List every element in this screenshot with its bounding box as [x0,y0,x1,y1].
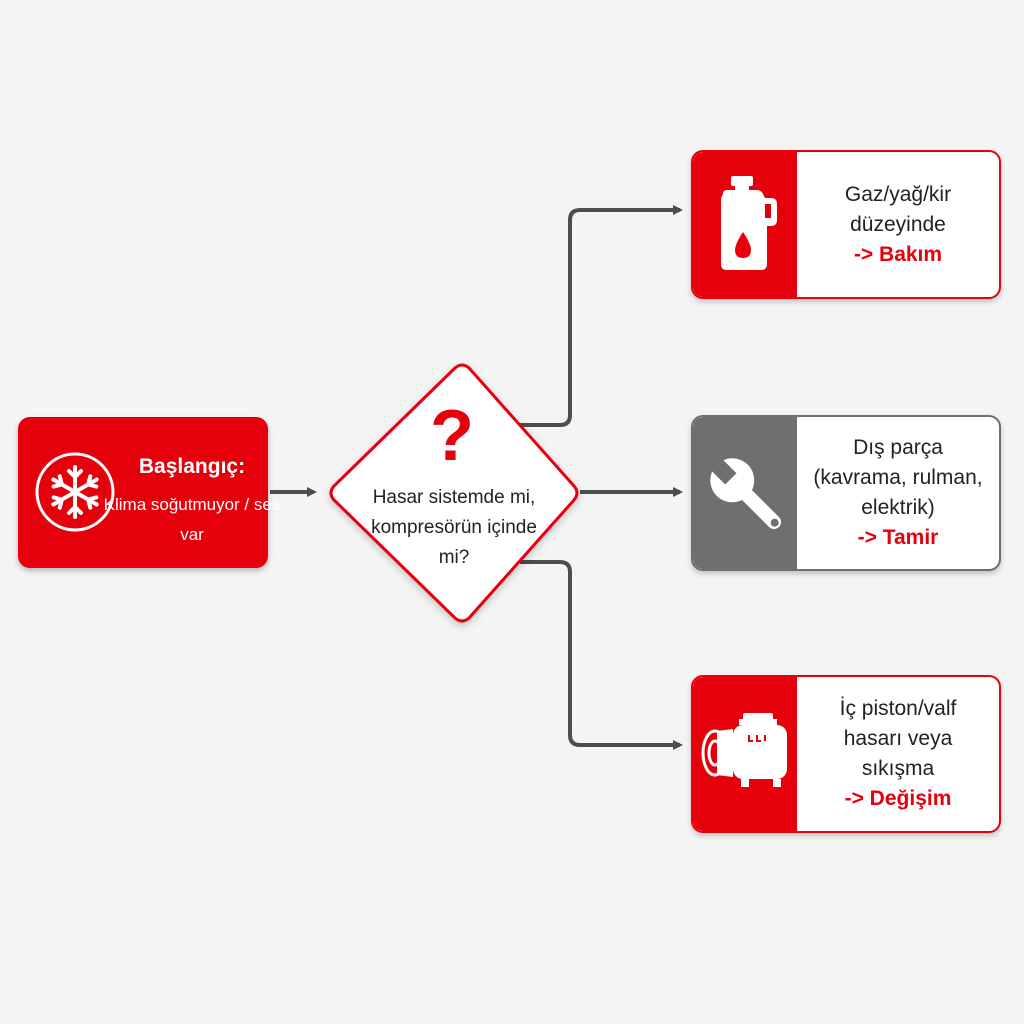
start-subtitle: Klima soğutmuyor / ses var [103,495,281,544]
outcome-repair-line: Dış parça [853,436,943,459]
outcome-replace-card: İç piston/valf hasarı veya sıkışma -> De… [691,675,1001,833]
outcome-repair-line: (kavrama, rulman, [813,466,983,489]
outcome-repair-card: Dış parça (kavrama, rulman, elektrik) ->… [691,415,1001,571]
snowflake-icon [35,452,115,532]
connector-decision-to-maintenance [520,205,683,427]
outcome-maintenance-icon-panel [693,152,797,297]
outcome-replace-icon-panel [693,677,797,831]
outcome-replace-line: İç piston/valf [839,697,957,720]
outcome-replace-line: sıkışma [861,757,935,780]
outcome-maintenance-line: Gaz/yağ/kir [844,182,952,206]
outcome-maintenance-card: Gaz/yağ/kir düzeyinde -> Bakım [691,150,1001,299]
wrench-icon [706,454,781,529]
compressor-icon [701,713,787,787]
oil-canister-icon [721,176,777,270]
outcome-repair-line: elektrik) [861,496,935,519]
connector-decision-to-replace [520,560,683,750]
outcome-repair-icon-panel [693,417,797,569]
outcome-replace-action: -> Değişim [844,787,952,810]
outcome-replace-line: hasarı veya [843,727,953,750]
outcome-repair-text: Dış parça (kavrama, rulman, elektrik) ->… [797,417,999,569]
outcome-replace-text: İç piston/valf hasarı veya sıkışma -> De… [797,677,999,831]
start-node: Başlangıç: Klima soğutmuyor / ses var [18,417,280,568]
outcome-maintenance-line: düzeyinde [850,212,946,236]
question-mark-icon: ? [430,396,474,476]
decision-text: Hasar sistemde mi, kompresörün içinde mi… [371,487,537,568]
start-title: Başlangıç: [138,455,246,478]
outcome-repair-action: -> Tamir [857,526,939,549]
outcome-maintenance-text: Gaz/yağ/kir düzeyinde -> Bakım [797,152,999,297]
decision-diamond [329,363,579,623]
outcome-maintenance-action: -> Bakım [853,242,943,266]
